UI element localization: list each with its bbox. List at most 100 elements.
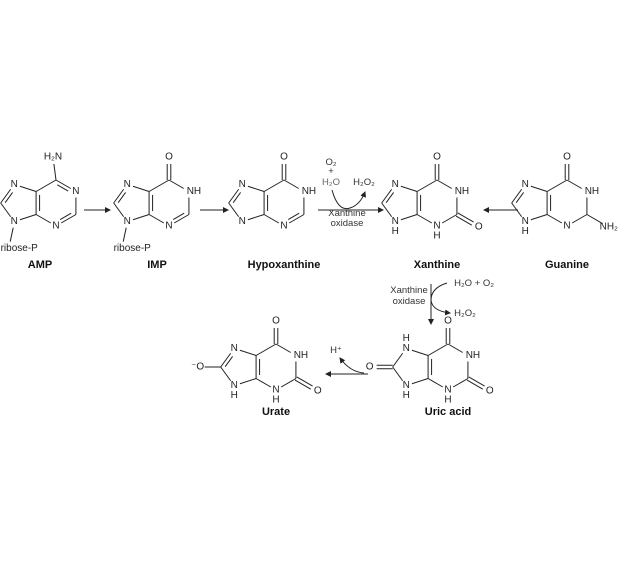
product-h2o2: H₂O₂ bbox=[353, 177, 375, 188]
enzyme-label: Xanthine bbox=[328, 208, 366, 219]
compound-name: IMP bbox=[147, 259, 167, 271]
double-bond-line bbox=[117, 192, 127, 204]
hydrogen-label: H bbox=[231, 390, 238, 401]
bond bbox=[53, 163, 57, 181]
double-bond-line bbox=[56, 184, 69, 192]
substituent-c6: O bbox=[444, 316, 452, 327]
atom-label: NH bbox=[187, 186, 201, 197]
bond bbox=[381, 202, 393, 218]
substituent-c2: O bbox=[314, 386, 322, 397]
double-bond-line bbox=[468, 376, 485, 387]
atom-label: N bbox=[392, 216, 399, 227]
compound-name: Hypoxanthine bbox=[248, 259, 321, 271]
compound-name: Xanthine bbox=[414, 259, 460, 271]
proton-label: H⁺ bbox=[330, 345, 342, 356]
atom-label: N bbox=[52, 221, 59, 232]
substituent-c8: O bbox=[366, 362, 374, 373]
double-bond-line bbox=[455, 215, 473, 226]
bond bbox=[255, 378, 272, 388]
double-bond-line bbox=[59, 212, 72, 220]
bond bbox=[436, 179, 452, 189]
enzyme-label: oxidase bbox=[393, 296, 426, 307]
atom-label: N bbox=[231, 380, 238, 391]
bond bbox=[132, 214, 150, 221]
bond bbox=[35, 179, 57, 192]
bond bbox=[381, 188, 393, 204]
bond bbox=[530, 185, 548, 192]
bond bbox=[530, 214, 548, 221]
atom-label: NH bbox=[455, 186, 469, 197]
bond bbox=[60, 214, 77, 224]
compound-name: Guanine bbox=[545, 259, 589, 271]
double-bond-line bbox=[172, 212, 185, 220]
substituent-c6: O bbox=[433, 152, 441, 163]
bond bbox=[447, 343, 463, 353]
atom-label: NH bbox=[585, 186, 599, 197]
bond bbox=[0, 188, 12, 204]
bond bbox=[55, 179, 71, 189]
enzyme-label: oxidase bbox=[331, 218, 364, 229]
bond bbox=[571, 214, 588, 224]
atom-label: N bbox=[239, 179, 246, 190]
atom-label: N bbox=[403, 380, 410, 391]
substituent-c6: H₂N bbox=[44, 152, 62, 163]
bond bbox=[427, 378, 444, 388]
hydrogen-label: H bbox=[444, 395, 451, 406]
double-bond-line bbox=[4, 192, 14, 204]
bond bbox=[220, 352, 232, 368]
bond bbox=[228, 188, 240, 204]
substituent-c2: O bbox=[475, 222, 483, 233]
atom-label: N bbox=[11, 179, 18, 190]
hydrogen-label: H bbox=[403, 333, 410, 344]
atom-label: N bbox=[231, 343, 238, 354]
reactants-h2o-o2: H₂O + O₂ bbox=[454, 278, 494, 289]
atom-label: N bbox=[272, 385, 279, 396]
atom-label: N bbox=[563, 221, 570, 232]
bond bbox=[427, 343, 449, 356]
compound-name: Uric acid bbox=[425, 406, 471, 418]
bond bbox=[173, 214, 190, 224]
bond bbox=[9, 227, 14, 242]
bond bbox=[228, 202, 240, 218]
double-bond-line bbox=[287, 212, 300, 220]
atom-label: N bbox=[239, 216, 246, 227]
curved-arrow-proton-release bbox=[339, 357, 365, 374]
bond bbox=[411, 349, 429, 356]
bond bbox=[400, 214, 418, 221]
compound-name: Urate bbox=[262, 406, 290, 418]
bond bbox=[283, 179, 299, 189]
atom-label: N bbox=[72, 186, 79, 197]
hydrogen-label: H bbox=[272, 395, 279, 406]
bond bbox=[19, 185, 37, 192]
bond bbox=[566, 179, 582, 189]
atom-label: NH bbox=[302, 186, 316, 197]
curved-arrow-xanthine-oxidase-1 bbox=[331, 189, 367, 210]
compound-name: AMP bbox=[28, 259, 52, 271]
substituent-c6: O bbox=[272, 316, 280, 327]
bond bbox=[255, 343, 277, 356]
bond bbox=[546, 179, 568, 192]
substituent-c6: O bbox=[563, 152, 571, 163]
atom-label: N bbox=[165, 221, 172, 232]
bond bbox=[132, 185, 150, 192]
double-bond-line bbox=[457, 212, 474, 223]
substituent-c2: NH₂ bbox=[600, 222, 618, 233]
bond bbox=[247, 185, 265, 192]
curved-arrow-xanthine-oxidase-2 bbox=[430, 282, 451, 316]
bond bbox=[239, 349, 257, 356]
atom-label: N bbox=[280, 221, 287, 232]
bond bbox=[441, 214, 458, 224]
bond bbox=[586, 214, 603, 225]
atom-label: N bbox=[124, 179, 131, 190]
hydrogen-label: H bbox=[403, 390, 410, 401]
bond bbox=[168, 179, 184, 189]
atom-label: N bbox=[444, 385, 451, 396]
substituent-c6: O bbox=[165, 152, 173, 163]
hydrogen-label: H bbox=[522, 226, 529, 237]
